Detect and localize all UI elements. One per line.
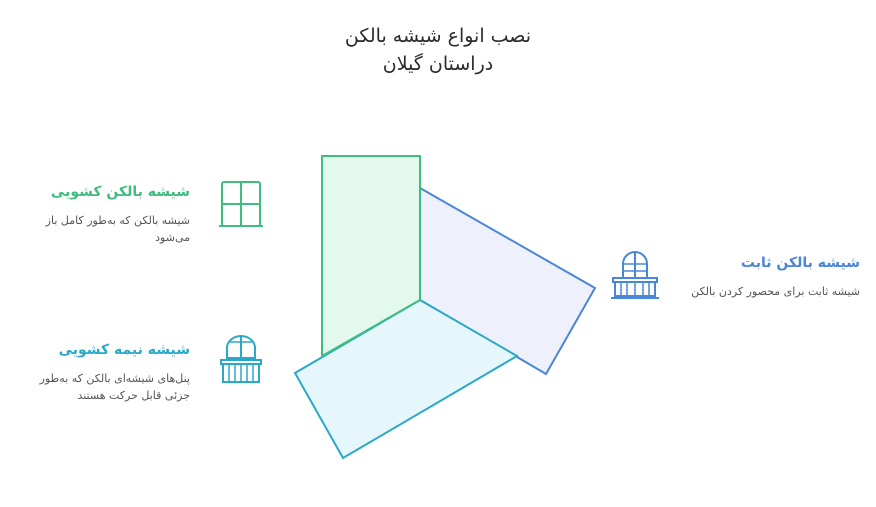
semi-sliding-glass-description: پنل‌های شیشه‌ای بالکن که به‌طور جزئی قاب… (39, 372, 190, 402)
sliding-window-icon (219, 181, 263, 227)
fixed-glass-description: شیشه ثابت برای محصور کردن بالکن (691, 285, 860, 298)
diagram-title: نصب انواع شیشه بالکن دراستان گیلان (238, 22, 638, 78)
semi-sliding-glass-heading: شیشه نیمه کشویی (58, 342, 190, 358)
balcony-door-icon (611, 251, 659, 299)
sliding-glass-panel (321, 155, 421, 358)
title-line-1: نصب انواع شیشه بالکن (344, 25, 532, 47)
title-line-2: دراستان گیلان (382, 53, 494, 75)
fixed-glass-heading: شیشه بالکن ثابت (740, 255, 860, 271)
arched-window-icon (220, 335, 262, 383)
sliding-glass-block: شیشه بالکن کشویی شیشه بالکن که به‌طور کا… (20, 182, 190, 246)
fixed-glass-block: شیشه بالکن ثابت شیشه ثابت برای محصور کرد… (684, 253, 860, 300)
semi-sliding-glass-block: شیشه نیمه کشویی پنل‌های شیشه‌ای بالکن که… (20, 340, 190, 404)
sliding-glass-heading: شیشه بالکن کشویی (50, 184, 190, 200)
sliding-glass-description: شیشه بالکن که به‌طور کامل باز می‌شود (45, 214, 190, 244)
